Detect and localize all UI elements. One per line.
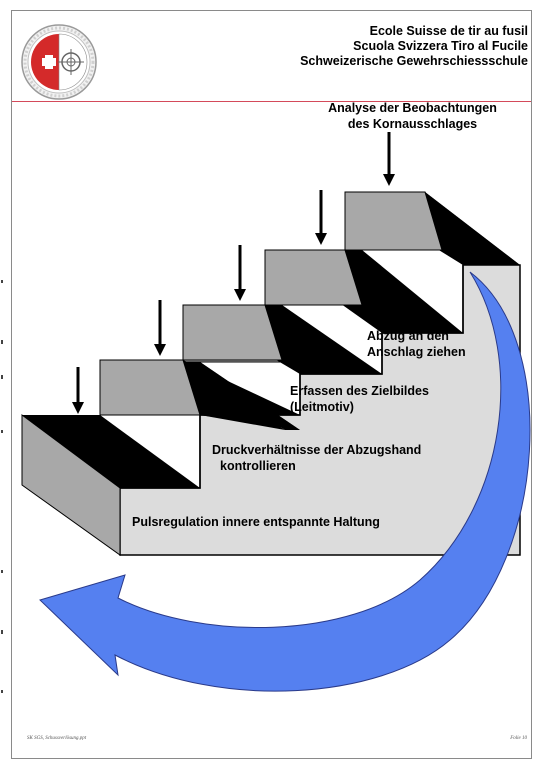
edge-mark: [1, 375, 3, 379]
step-outline: [120, 265, 464, 489]
step-label-3: Erfassen des Zielbildes (Leitmotiv): [290, 383, 429, 415]
header-rule: [12, 101, 531, 102]
step-label-2: Druckverhältnisse der Abzugshand kontrol…: [212, 442, 421, 474]
edge-mark: [1, 630, 3, 634]
step-label-3-line2: (Leitmotiv): [290, 400, 354, 414]
down-arrow-icon: [315, 190, 327, 245]
step-1-top: [22, 415, 200, 488]
down-arrow-icon: [72, 367, 84, 414]
edge-mark: [1, 690, 3, 693]
edge-mark: [1, 280, 3, 283]
diagram-title-line2: des Kornausschlages: [347, 117, 478, 131]
step-1-left-face: [21, 414, 121, 556]
step-label-1-line1: Pulsregulation innere entspannte Haltung: [132, 515, 380, 529]
down-arrow-icon: [154, 300, 166, 356]
edge-mark: [1, 430, 3, 433]
school-name-fr: Ecole Suisse de tir au fusil: [369, 24, 528, 38]
footer-filename: SK SGS, Schussverlösung.ppt: [27, 736, 87, 741]
diagram-title-line1: Analyse der Beobachtungen: [328, 101, 497, 115]
step-label-4: Abzug an den Anschlag ziehen: [367, 328, 466, 360]
step-label-2-line1: Druckverhältnisse der Abzugshand: [212, 443, 422, 457]
step-label-4-line1: Abzug an den: [367, 329, 449, 343]
edge-mark: [1, 570, 3, 573]
diagram-title: Analyse der Beobachtungen des Kornaussch…: [300, 100, 525, 132]
cycle-arrow: [39, 271, 531, 692]
down-arrow-icon: [383, 132, 395, 186]
step-label-2-line2: kontrollieren: [220, 459, 296, 473]
school-name-de: Schweizerische Gewehrschiessschule: [300, 54, 528, 68]
school-names: Ecole Suisse de tir au fusil Scuola Sviz…: [300, 24, 528, 69]
step-label-4-line2: Anschlag ziehen: [367, 345, 466, 359]
slide-frame: [11, 10, 532, 759]
school-name-it: Scuola Svizzera Tiro al Fucile: [353, 39, 528, 53]
step-label-1: Pulsregulation innere entspannte Haltung: [132, 514, 380, 530]
down-arrow-icon: [234, 245, 246, 301]
edge-mark: [1, 340, 3, 344]
swiss-shooting-school-emblem: [21, 24, 97, 100]
footer-slide-number: Folie 10: [510, 736, 527, 741]
step-label-3-line1: Erfassen des Zielbildes: [290, 384, 429, 398]
